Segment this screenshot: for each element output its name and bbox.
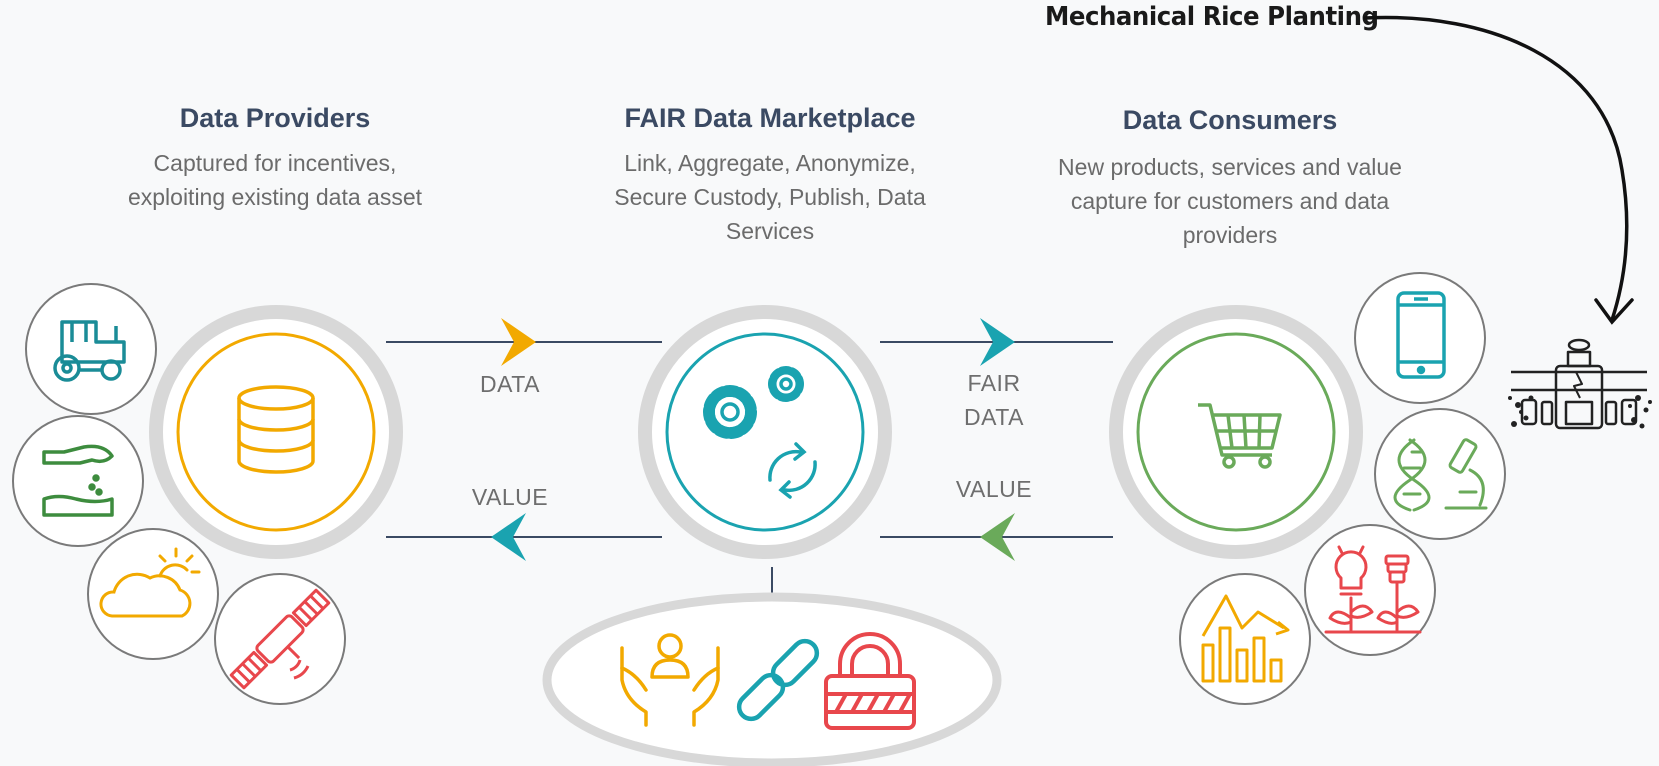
marketplace-hub: [638, 305, 892, 559]
people-care-icon: [620, 633, 720, 727]
providers-hub: [149, 305, 403, 559]
data-consumers-description: New products, services and value capture…: [1058, 154, 1402, 248]
left-data-arrowhead: [501, 318, 536, 366]
annotation-arrow: [1363, 15, 1634, 325]
chain-link-icon: [736, 638, 820, 722]
left-value-arrowhead: [491, 513, 526, 561]
database-icon: [237, 385, 315, 474]
right-data-arrowhead: [980, 318, 1015, 366]
right-value-label: VALUE: [955, 476, 1033, 502]
bulb-plant-icon: [1324, 545, 1422, 634]
shopping-cart-icon: [1198, 403, 1282, 469]
data-consumers-title: Data Consumers: [1122, 105, 1338, 135]
right-fair-data-label: FAIR DATA: [964, 370, 1024, 430]
left-data-label: DATA: [480, 371, 540, 397]
mechanical-rice-planting-label: Mechanical Rice Planting: [1045, 2, 1379, 32]
consumers-hub: [1109, 305, 1363, 559]
marketplace-services: [542, 592, 1002, 766]
weather-cloud-sun-icon: [99, 547, 201, 618]
satellite-icon: [229, 588, 331, 690]
left-value-label: VALUE: [471, 484, 549, 510]
right-value-arrowhead: [980, 513, 1015, 561]
tractor-icon: [53, 320, 126, 382]
hand-sowing-soil-icon: [42, 444, 114, 517]
rice-planting-machine-icon: [1508, 338, 1652, 430]
data-providers-title: Data Providers: [179, 103, 371, 133]
dna-microscope-icon: [1393, 438, 1488, 512]
data-providers-description: Captured for incentives, exploiting exis…: [127, 150, 423, 210]
padlock-icon: [824, 632, 916, 730]
bar-chart-trend-icon: [1201, 594, 1290, 683]
gears-sync-icon: [703, 366, 817, 499]
marketplace-title: FAIR Data Marketplace: [624, 103, 916, 133]
smartphone-icon: [1396, 291, 1446, 379]
marketplace-description: Link, Aggregate, Anonymize, Secure Custo…: [614, 150, 926, 244]
